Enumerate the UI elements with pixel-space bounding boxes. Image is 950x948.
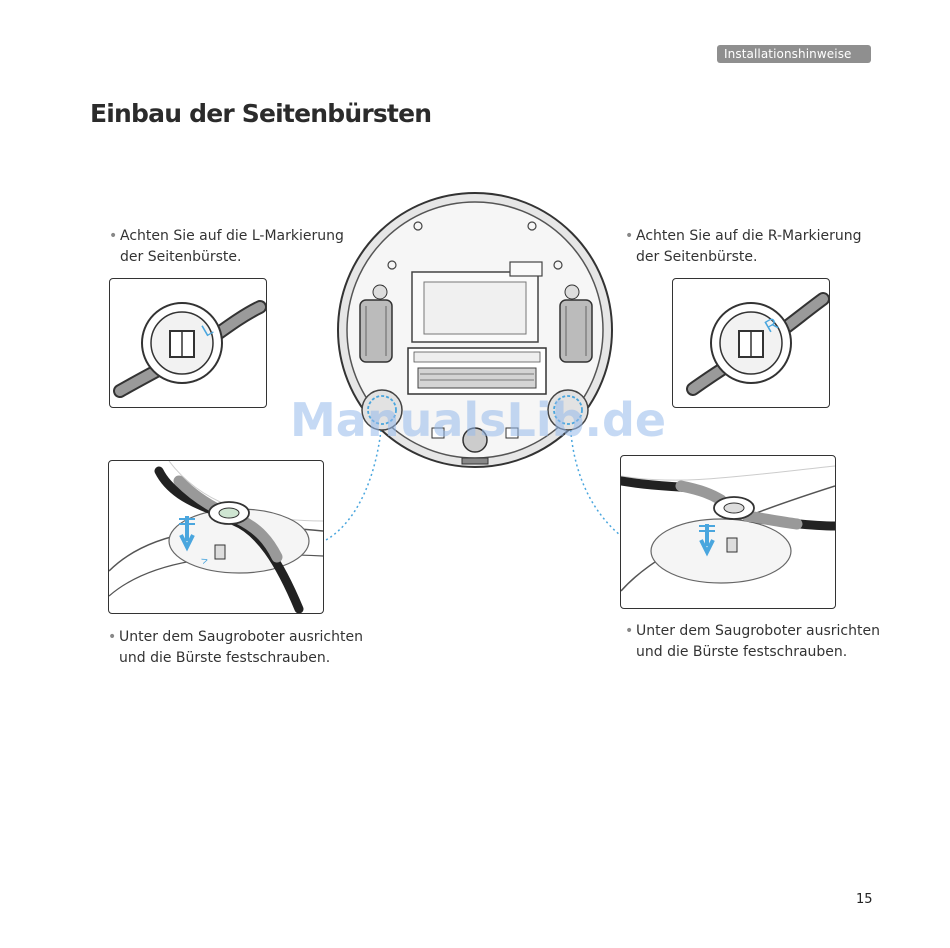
left-install-instruction: • Unter dem Saugroboter ausrichten und d… <box>108 627 363 669</box>
svg-text:>: > <box>200 554 210 567</box>
right-install-instruction-line2: und die Bürste festschrauben. <box>636 644 848 660</box>
right-install-drawing <box>621 465 835 592</box>
section-badge: Installationshinweise <box>717 45 871 63</box>
left-brush-install-illustration: > <box>108 460 324 614</box>
left-install-instruction-line1: Unter dem Saugroboter ausrichten <box>119 629 363 645</box>
left-brush-mark-closeup: L <box>109 278 267 408</box>
right-brush-closeup-illustration: R <box>686 292 829 396</box>
bullet-dot: • <box>625 623 634 639</box>
page-title: Einbau der Seitenbürsten <box>90 99 432 128</box>
bullet-dot: • <box>625 228 634 244</box>
right-brush-install-illustration <box>620 455 836 609</box>
right-brush-mark-closeup: R <box>672 278 830 408</box>
right-install-instruction: • Unter dem Saugroboter ausrichten und d… <box>625 621 880 663</box>
watermark: ManualsLib.de <box>290 393 667 447</box>
left-mark-instruction-line2: der Seitenbürste. <box>120 249 242 265</box>
left-mark-instruction: • Achten Sie auf die L-Markierung der Se… <box>109 226 344 268</box>
bullet-dot: • <box>108 629 117 645</box>
left-mark-instruction-line1: Achten Sie auf die L-Markierung <box>120 228 344 244</box>
right-mark-instruction: • Achten Sie auf die R-Markierung der Se… <box>625 226 862 268</box>
right-mark-instruction-line2: der Seitenbürste. <box>636 249 758 265</box>
right-mark-instruction-line1: Achten Sie auf die R-Markierung <box>636 228 862 244</box>
bullet-dot: • <box>109 228 118 244</box>
left-install-instruction-line2: und die Bürste festschrauben. <box>119 650 331 666</box>
right-install-instruction-line1: Unter dem Saugroboter ausrichten <box>636 623 880 639</box>
left-install-drawing: > <box>109 461 323 613</box>
page-number: 15 <box>856 892 873 907</box>
left-brush-closeup-illustration: L <box>113 300 266 398</box>
